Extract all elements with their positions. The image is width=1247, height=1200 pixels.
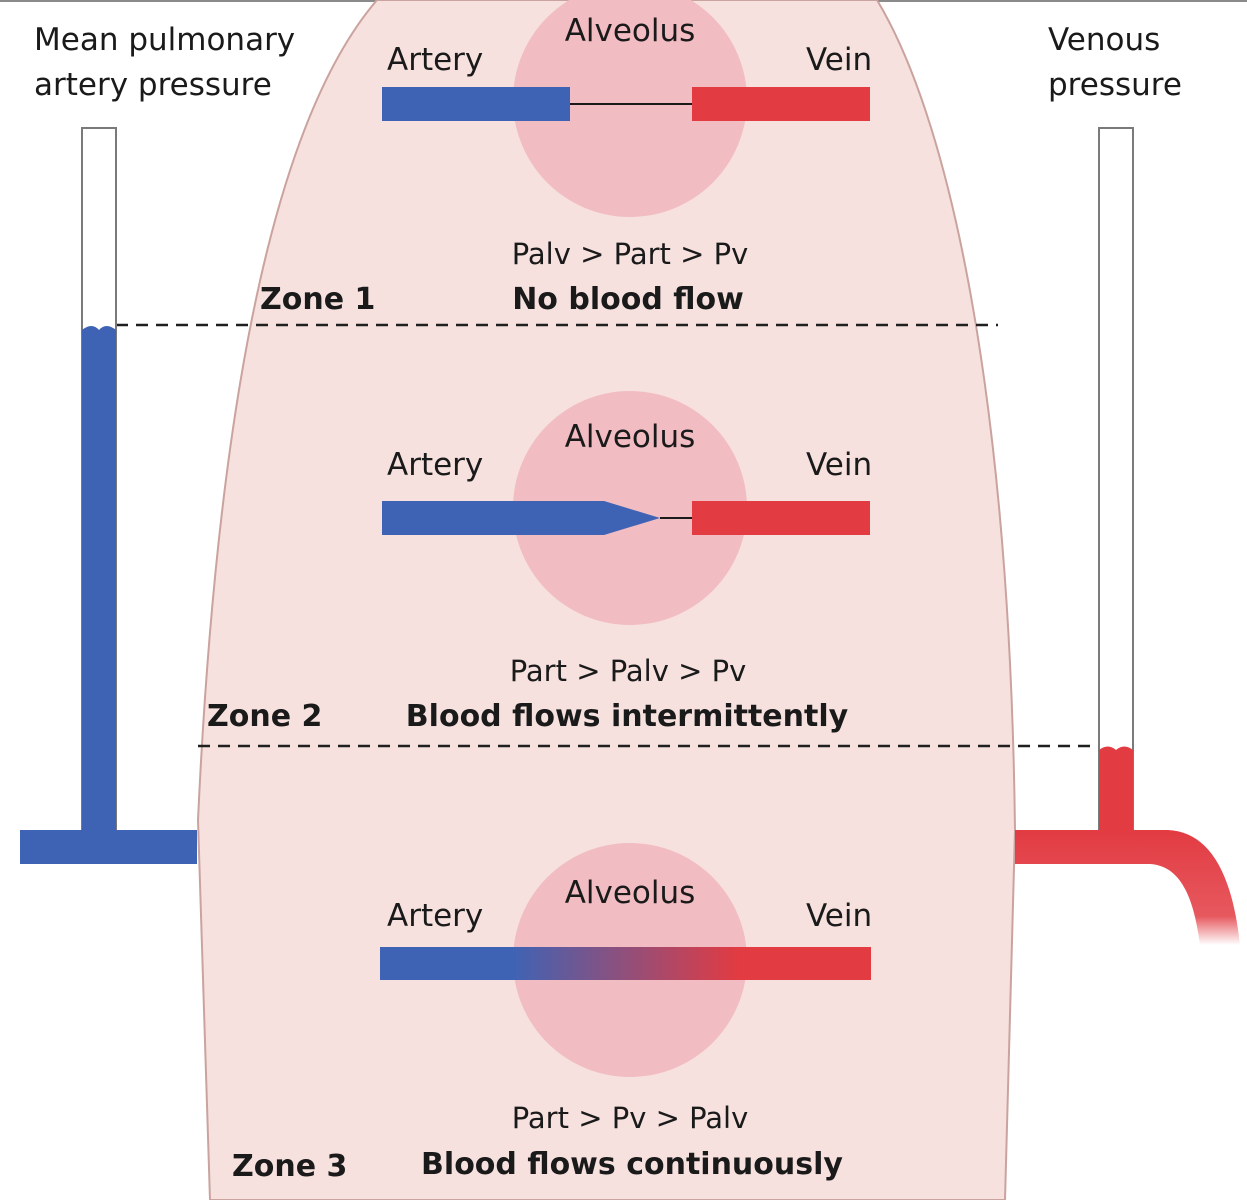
vein-label-zone3: Vein — [806, 898, 873, 934]
arterial-manometer — [20, 127, 197, 864]
artery-label-zone1: Artery — [387, 42, 484, 78]
alveolus-label-zone1: Alveolus — [564, 13, 696, 49]
vessel-zone3 — [380, 947, 871, 980]
artery-zone2 — [382, 501, 660, 535]
flow-status-zone2: Blood flows intermittently — [405, 699, 849, 734]
pressure-relation-zone3: Part > Pv > Palv — [511, 1101, 749, 1135]
flow-status-zone1: No blood flow — [512, 282, 744, 317]
arterial-column — [82, 326, 116, 832]
pressure-relation-zone2: Part > Palv > Pv — [509, 654, 747, 688]
alveolus-label-zone3: Alveolus — [564, 875, 696, 911]
right-gauge-title-line1: Venous — [1048, 22, 1161, 58]
zone1-label: Zone 1 — [260, 282, 376, 317]
zone3-label: Zone 3 — [232, 1149, 348, 1184]
right-gauge-title: Venous pressure — [1048, 18, 1182, 108]
left-gauge-title-line2: artery pressure — [34, 66, 272, 103]
pressure-relation-zone1: Palv > Part > Pv — [511, 237, 749, 271]
artery-label-zone3: Artery — [387, 898, 484, 934]
vein-label-zone2: Vein — [806, 447, 873, 483]
artery-zone1 — [382, 87, 570, 121]
right-gauge-title-line2: pressure — [1048, 66, 1182, 103]
alveolus-zone1 — [513, 0, 747, 217]
left-gauge-title-line1: Mean pulmonary — [34, 22, 296, 58]
venous-manometer — [1015, 127, 1240, 945]
pulmonary-artery-inflow — [20, 830, 197, 864]
alveolus-zone2 — [513, 391, 747, 625]
vein-zone1 — [692, 87, 870, 121]
artery-label-zone2: Artery — [387, 447, 484, 483]
venous-column — [1099, 746, 1133, 832]
zone2-label: Zone 2 — [207, 699, 323, 734]
left-gauge-title: Mean pulmonary artery pressure — [34, 18, 295, 108]
vein-zone2 — [692, 501, 870, 535]
vein-label-zone1: Vein — [806, 42, 873, 78]
venous-tube — [1098, 127, 1134, 834]
pulmonary-vein-outflow — [1015, 830, 1240, 945]
alveolus-label-zone2: Alveolus — [564, 419, 696, 455]
flow-status-zone3: Blood flows continuously — [421, 1147, 843, 1182]
